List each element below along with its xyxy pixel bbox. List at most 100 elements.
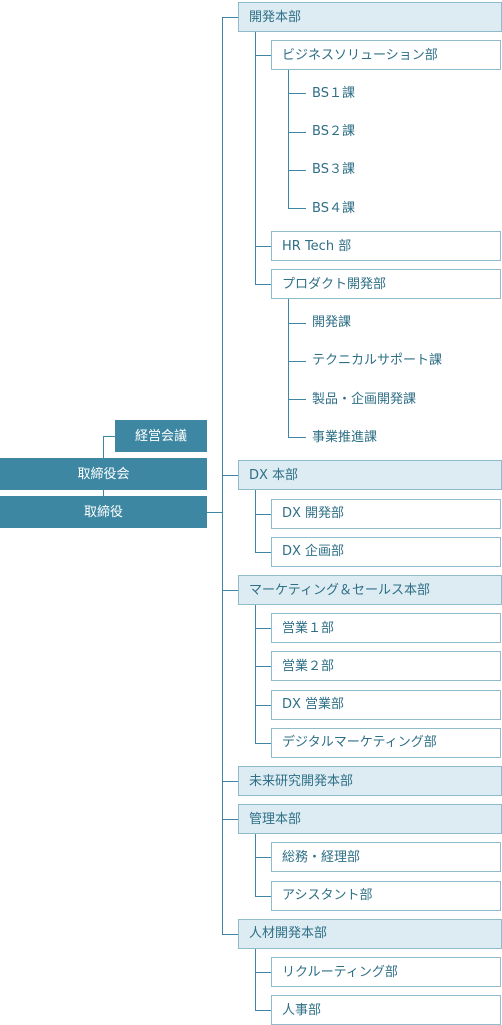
department-connector <box>255 666 271 668</box>
department-connector <box>255 895 271 897</box>
division-box: 開発本部 <box>238 2 502 32</box>
department-box: 総務・経理部 <box>271 842 501 873</box>
department-connector <box>255 1010 271 1012</box>
department-box: 営業２部 <box>271 651 501 682</box>
department-box: DX 開発部 <box>271 498 501 529</box>
council-connector-vertical <box>103 436 104 458</box>
main-trunk <box>222 17 223 934</box>
division-box-label: 人材開発本部 <box>249 926 328 942</box>
division-connector <box>222 781 238 782</box>
department-box-label: HR Tech 部 <box>282 238 352 254</box>
department-connector <box>255 972 271 973</box>
section-connector <box>288 360 306 362</box>
department-spine <box>255 605 256 743</box>
department-box-label: 営業１部 <box>282 620 335 636</box>
division-connector <box>222 933 238 935</box>
department-spine <box>255 490 256 552</box>
department-box: 人事部 <box>271 995 501 1025</box>
section-label-box: BS１課 <box>312 78 492 108</box>
department-box-label: DX 開発部 <box>282 506 345 522</box>
division-box: 管理本部 <box>238 804 502 835</box>
section-label-box-label: 事業推進課 <box>312 429 378 445</box>
department-box-label: ビジネスソリューション部 <box>282 47 438 63</box>
department-box-label: 総務・経理部 <box>282 849 361 865</box>
section-label-box-label: 開発課 <box>312 315 352 331</box>
directors-box: 取締役 <box>0 496 207 528</box>
section-spine <box>288 299 289 438</box>
section-label-box-label: BS２課 <box>312 124 355 140</box>
department-box: アシスタント部 <box>271 880 501 911</box>
section-spine <box>288 70 289 208</box>
section-label-box: BS４課 <box>312 193 492 223</box>
department-box-label: プロダクト開発部 <box>282 276 387 292</box>
section-label-box: BS２課 <box>312 117 492 147</box>
division-box-label: 開発本部 <box>249 9 302 25</box>
directors-to-trunk-connector <box>207 512 222 513</box>
section-connector <box>288 208 306 209</box>
department-connector <box>255 704 271 706</box>
department-box: HR Tech 部 <box>271 231 501 262</box>
section-label-box: BS３課 <box>312 155 492 185</box>
department-connector <box>255 246 271 248</box>
section-connector <box>288 399 306 400</box>
department-box: リクルーティング部 <box>271 957 501 987</box>
section-label-box-label: BS１課 <box>312 85 355 101</box>
department-box: DX 営業部 <box>271 689 501 720</box>
department-box: DX 企画部 <box>271 536 501 567</box>
department-spine <box>255 32 256 285</box>
section-connector <box>288 131 306 133</box>
division-connector <box>222 590 238 591</box>
department-connector <box>255 742 271 744</box>
division-box: マーケティング＆セールス本部 <box>238 575 502 605</box>
division-box: 未来研究開発本部 <box>238 766 502 796</box>
section-connector <box>288 437 306 439</box>
department-connector <box>255 551 271 553</box>
department-box-label: 人事部 <box>282 1002 322 1018</box>
division-connector <box>222 819 238 821</box>
division-box-label: 管理本部 <box>249 811 302 827</box>
board-to-directors-connector <box>103 490 104 496</box>
department-connector <box>255 284 271 286</box>
department-box: ビジネスソリューション部 <box>271 40 501 71</box>
department-connector <box>255 513 271 515</box>
council-connector-horizontal <box>103 436 115 437</box>
section-label-box-label: 製品・企画開発課 <box>312 391 417 407</box>
division-connector <box>222 17 238 18</box>
department-connector <box>255 628 271 630</box>
division-box: DX 本部 <box>238 460 502 491</box>
division-box-label: DX 本部 <box>249 467 299 483</box>
department-box: デジタルマーケティング部 <box>271 727 501 758</box>
division-box: 人材開発本部 <box>238 918 502 949</box>
department-box-label: リクルーティング部 <box>282 964 398 980</box>
department-box: 営業１部 <box>271 613 501 644</box>
section-label-box: 製品・企画開発課 <box>312 384 492 414</box>
management-council-label: 経営会議 <box>134 428 187 444</box>
department-spine <box>255 948 256 1011</box>
department-spine <box>255 834 256 896</box>
section-label-box: 開発課 <box>312 308 492 338</box>
directors-label: 取締役 <box>83 504 123 520</box>
management-council-box: 経営会議 <box>115 420 207 452</box>
division-box-label: マーケティング＆セールス本部 <box>249 582 430 598</box>
section-label-box-label: BS４課 <box>312 200 355 216</box>
department-box-label: アシスタント部 <box>282 888 373 904</box>
section-connector <box>288 169 306 171</box>
section-label-box-label: BS３課 <box>312 162 355 178</box>
section-label-box: テクニカルサポート課 <box>312 346 492 376</box>
department-box-label: デジタルマーケティング部 <box>282 735 437 751</box>
department-connector <box>255 55 271 57</box>
division-box-label: 未来研究開発本部 <box>249 773 354 789</box>
department-box-label: 営業２部 <box>282 658 335 674</box>
department-box-label: DX 営業部 <box>282 697 345 713</box>
section-connector <box>288 93 306 95</box>
board-of-directors-box: 取締役会 <box>0 458 207 490</box>
section-label-box-label: テクニカルサポート課 <box>312 353 443 369</box>
department-box-label: DX 企画部 <box>282 544 345 560</box>
section-label-box: 事業推進課 <box>312 422 492 452</box>
department-box: プロダクト開発部 <box>271 269 501 300</box>
board-of-directors-label: 取締役会 <box>77 466 130 482</box>
section-connector <box>288 322 306 324</box>
department-connector <box>255 857 271 859</box>
division-connector <box>222 475 238 477</box>
